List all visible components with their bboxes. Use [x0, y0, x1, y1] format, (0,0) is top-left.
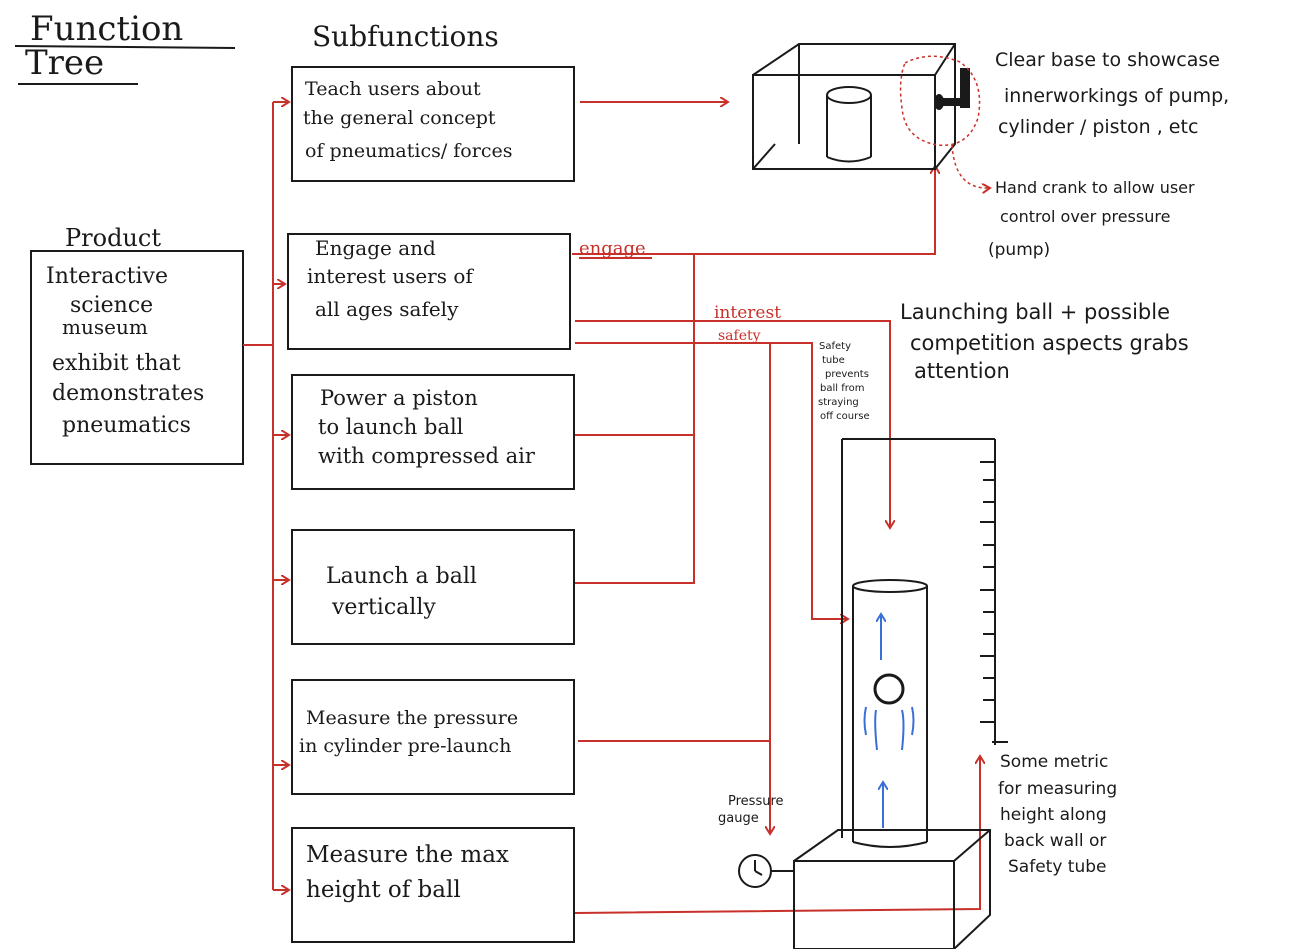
product-line-3: museum — [62, 315, 148, 339]
product-line-6: pneumatics — [62, 413, 191, 438]
subfunction-4-line-1: Launch a ball — [326, 564, 477, 589]
height-to-metric-arrow — [575, 756, 980, 913]
safety-tube-note-line-3: prevents — [825, 369, 869, 380]
product-line-4: exhibit that — [52, 351, 181, 376]
subfunction-5-line-1: Measure the pressure — [306, 707, 518, 729]
pressure-gauge-note-line-1: Pressure — [728, 794, 784, 809]
launch-to-engage-line — [575, 435, 694, 583]
metric-note-line-3: height along — [1000, 805, 1107, 825]
product-heading: Product — [65, 224, 161, 252]
hand-crank-note-line-3: (pump) — [988, 240, 1050, 260]
metric-note-line-5: Safety tube — [1008, 857, 1106, 877]
subfunction-3-line-1: Power a piston — [320, 386, 478, 410]
metric-note-line-1: Some metric — [1000, 752, 1108, 772]
power-to-engage-line — [575, 254, 694, 435]
launching-note-line-3: attention — [914, 359, 1010, 383]
safety-tube-note-line-2: tube — [822, 355, 845, 366]
crank-note-arrow — [952, 145, 990, 188]
safety-to-tube-arrow — [575, 343, 848, 619]
subfunction-1-line-3: of pneumatics/ forces — [305, 140, 512, 162]
launching-note-line-2: competition aspects grabs — [910, 331, 1189, 355]
subfunction-6-line-1: Measure the max — [306, 842, 509, 868]
pressure-gauge-note-line-2: gauge — [718, 811, 759, 826]
subfunction-2-line-3: all ages safely — [315, 297, 459, 321]
subfunction-4-line-2: vertically — [331, 595, 436, 620]
subfunctions-heading: Subfunctions — [312, 20, 499, 53]
subfunction-2-line-2: interest users of — [307, 264, 474, 288]
clear-base-note-line-1: Clear base to showcase — [995, 49, 1220, 71]
title-line-2: Tree — [25, 43, 104, 83]
clear-base-note-line-2: innerworkings of pump, — [1004, 85, 1229, 107]
subfunction-3-line-2: to launch ball — [318, 415, 464, 439]
subfunction-1-line-1: Teach users about — [305, 78, 481, 100]
safety-label: safety — [718, 328, 761, 344]
safety-tube-note-line-1: Safety — [819, 341, 851, 352]
subfunction-3-line-3: with compressed air — [318, 444, 536, 468]
metric-note-line-4: back wall or — [1004, 831, 1106, 851]
launching-note-line-1: Launching ball + possible — [900, 300, 1170, 324]
safety-tube-note-line-4: ball from — [820, 383, 864, 394]
subfunction-6-line-2: height of ball — [306, 877, 461, 903]
product-line-5: demonstrates — [52, 381, 204, 406]
clear-base-note-line-3: cylinder / piston , etc — [998, 116, 1198, 138]
metric-note-line-2: for measuring — [998, 779, 1117, 799]
subfunction-1-line-2: the general concept — [303, 107, 496, 129]
interest-label: interest — [714, 303, 781, 323]
clear-base-sketch — [753, 44, 970, 169]
subfunction-5-line-2: in cylinder pre-launch — [299, 735, 511, 757]
hand-crank-note-line-2: control over pressure — [1000, 207, 1170, 226]
engage-label: engage — [579, 238, 646, 259]
launcher-sketch — [739, 439, 1008, 949]
product-line-1: Interactive — [46, 264, 168, 289]
hand-crank-note-line-1: Hand crank to allow user — [995, 178, 1195, 197]
subfunction-2-line-1: Engage and — [315, 236, 436, 260]
safety-tube-note-line-6: off course — [820, 411, 870, 422]
safety-tube-note-line-5: straying — [818, 397, 859, 408]
